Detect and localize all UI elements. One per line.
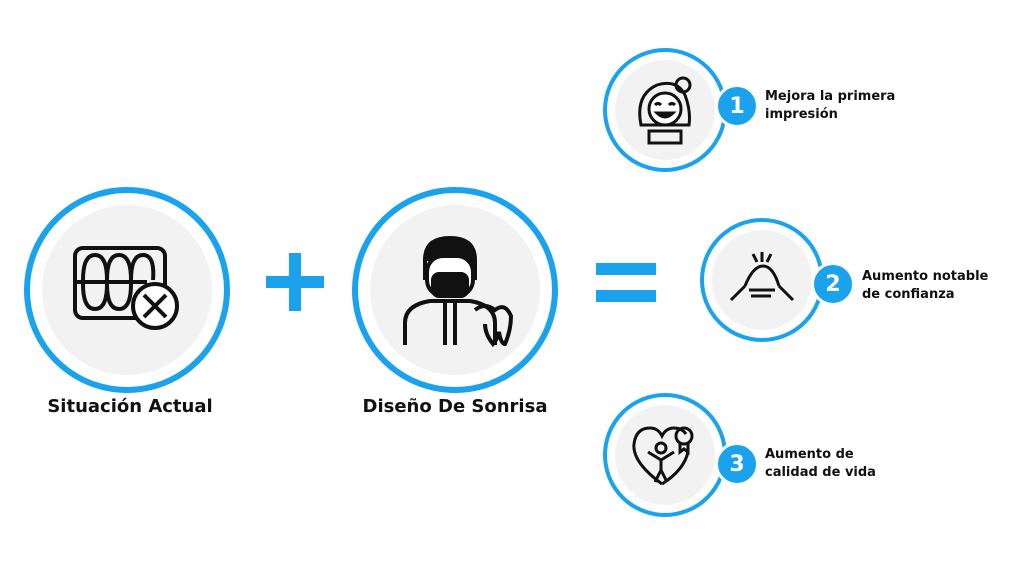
dentist-tooth-icon (403, 235, 514, 347)
benefit-3-line2: calidad de vida (765, 465, 876, 480)
benefit-3-number: 3 (715, 442, 759, 486)
benefit-1-line1: Mejora la primera (765, 89, 896, 104)
diseno-sonrisa-label: Diseño De Sonrisa (362, 396, 548, 417)
benefit-1-circle (603, 48, 727, 172)
benefit-3-text: Aumento de calidad de vida (765, 446, 965, 482)
benefit-2-line2: de confianza (862, 287, 955, 302)
benefit-1-line2: impresión (765, 107, 838, 122)
broken-teeth-x-icon (73, 246, 179, 330)
benefit-3-line1: Aumento de (765, 447, 854, 462)
benefit-2-circle (700, 218, 824, 342)
benefit-2-line1: Aumento notable (862, 269, 989, 284)
equals-sign-bottom (596, 290, 656, 302)
situacion-actual-circle (24, 187, 230, 393)
handshake-icon (729, 252, 795, 302)
benefit-1-text: Mejora la primera impresión (765, 88, 965, 124)
benefit-2-number: 2 (811, 262, 855, 306)
heart-person-icon (632, 426, 694, 486)
diseno-sonrisa-circle (352, 187, 558, 393)
benefit-3-circle (603, 393, 727, 517)
equals-sign-top (596, 263, 656, 275)
plus-sign-vertical (289, 253, 301, 311)
benefit-1-number: 1 (715, 84, 759, 128)
situacion-actual-label: Situación Actual (47, 396, 213, 417)
smiling-woman-icon (638, 76, 692, 145)
benefit-2-text: Aumento notable de confianza (862, 268, 1024, 304)
